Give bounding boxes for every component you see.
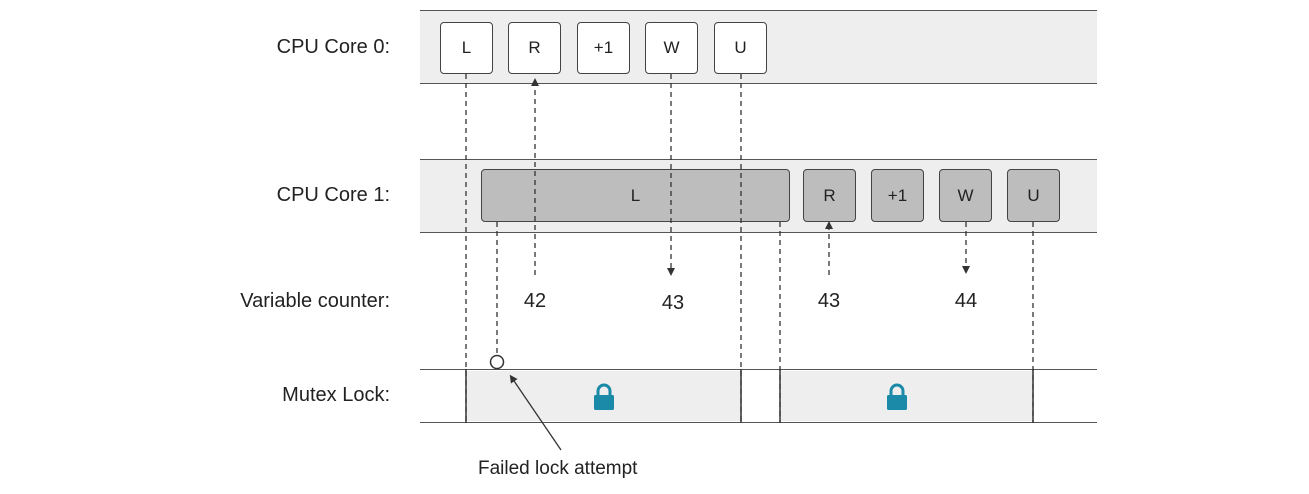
core0-op-increment: +1 xyxy=(577,22,630,74)
mutex-held-core1 xyxy=(781,371,1033,421)
lock-icon xyxy=(594,383,614,410)
counter-value: 44 xyxy=(954,290,978,312)
core1-op-unlock: U xyxy=(1007,169,1060,222)
counter-value: 42 xyxy=(523,290,547,312)
core1-op-increment: +1 xyxy=(871,169,924,222)
core1-op-read: R xyxy=(803,169,856,222)
counter-value: 43 xyxy=(661,292,685,314)
failed-attempt-marker xyxy=(489,354,505,370)
core0-op-read: R xyxy=(508,22,561,74)
annotation-arrow xyxy=(509,374,562,451)
core1-op-lock: L xyxy=(481,169,790,222)
core0-op-lock: L xyxy=(440,22,493,74)
core0-op-unlock: U xyxy=(714,22,767,74)
core1-op-write: W xyxy=(939,169,992,222)
core0-op-write: W xyxy=(645,22,698,74)
lane-label-counter: Variable counter: xyxy=(240,290,390,312)
counter-value: 43 xyxy=(817,290,841,312)
lane-label-mutex: Mutex Lock: xyxy=(282,384,390,406)
failed-lock-annotation: Failed lock attempt xyxy=(478,458,638,479)
lane-label-core0: CPU Core 0: xyxy=(276,36,390,58)
lock-icon xyxy=(887,383,907,410)
lane-label-core1: CPU Core 1: xyxy=(276,184,390,206)
